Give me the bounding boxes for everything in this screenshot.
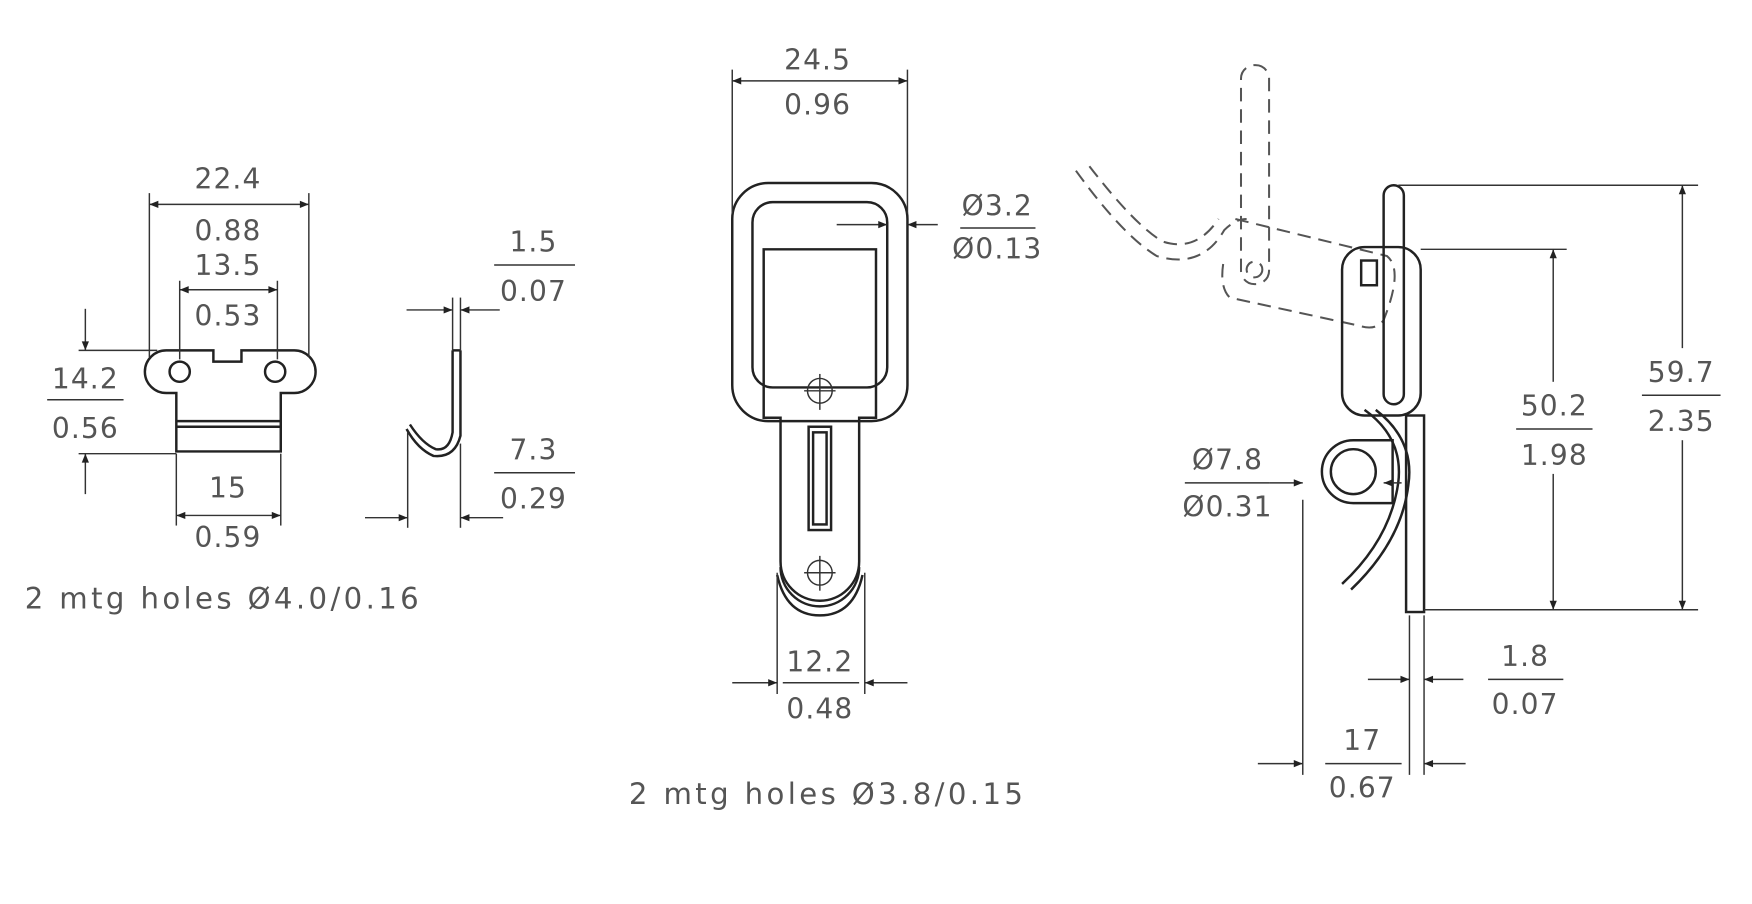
strike-hook-depth-in: 0.29 <box>500 483 567 516</box>
strike-mounting-note: 2 mtg holes Ø4.0/0.16 <box>25 582 422 616</box>
depth-mm: 17 <box>1343 724 1381 757</box>
wire-diameter-mm: Ø3.2 <box>962 190 1033 223</box>
latch-side-part <box>1320 184 1426 614</box>
body-height-in: 1.98 <box>1521 439 1588 472</box>
mounting-hole <box>263 360 287 384</box>
wire-bail <box>731 181 909 423</box>
latch-base-width-in: 0.48 <box>786 693 853 726</box>
body-height-mm: 50.2 <box>1521 390 1588 423</box>
plate-thickness-mm: 1.8 <box>1501 640 1549 673</box>
wire-diameter-in: Ø0.13 <box>952 232 1042 265</box>
strike-hole-spacing-in: 0.53 <box>194 300 261 333</box>
strike-view: 22.4 0.88 13.5 0.53 14.2 0.56 15 0.59 2 … <box>25 163 576 616</box>
strike-width-in: 0.88 <box>194 214 261 247</box>
strike-hook-depth-mm: 7.3 <box>509 433 557 466</box>
ring-diameter-in: Ø0.31 <box>1182 491 1272 524</box>
crosshair-icon <box>804 555 836 591</box>
strike-part <box>143 349 317 453</box>
strike-height-mm: 14.2 <box>52 363 119 396</box>
strike-thickness-in: 0.07 <box>500 275 567 308</box>
strike-base-width-mm: 15 <box>209 471 247 504</box>
strike-height-in: 0.56 <box>52 412 119 445</box>
crosshair-icon <box>804 373 836 410</box>
strike-width-mm: 22.4 <box>194 163 261 196</box>
latch-mounting-note: 2 mtg holes Ø3.8/0.15 <box>629 777 1026 811</box>
ring-diameter-mm: Ø7.8 <box>1192 443 1263 476</box>
strike-base-width-in: 0.59 <box>194 521 261 554</box>
mounting-hole <box>168 360 192 384</box>
plate-thickness-in: 0.07 <box>1492 688 1559 721</box>
depth-in: 0.67 <box>1329 771 1396 804</box>
ring <box>1329 447 1378 496</box>
strike-thickness-mm: 1.5 <box>509 226 557 259</box>
wire-bail <box>1382 184 1406 406</box>
latch-side-view: 59.7 2.35 50.2 1.98 Ø7.8 Ø0.31 1.8 0.07 … <box>1075 64 1726 804</box>
latch-width-mm: 24.5 <box>784 44 851 77</box>
latch-width-in: 0.96 <box>784 89 851 122</box>
open-position-phantom <box>1075 64 1396 329</box>
latch-base-width-mm: 12.2 <box>786 646 853 679</box>
overall-height-in: 2.35 <box>1648 405 1715 438</box>
strike-hole-spacing-mm: 13.5 <box>194 249 261 282</box>
slot <box>807 425 833 532</box>
latch-front-part <box>731 181 909 617</box>
strike-side-profile <box>405 349 462 458</box>
overall-height-mm: 59.7 <box>1648 356 1715 389</box>
latch-front-view: 24.5 0.96 Ø3.2 Ø0.13 12.2 0.48 2 mtg hol… <box>629 44 1042 811</box>
